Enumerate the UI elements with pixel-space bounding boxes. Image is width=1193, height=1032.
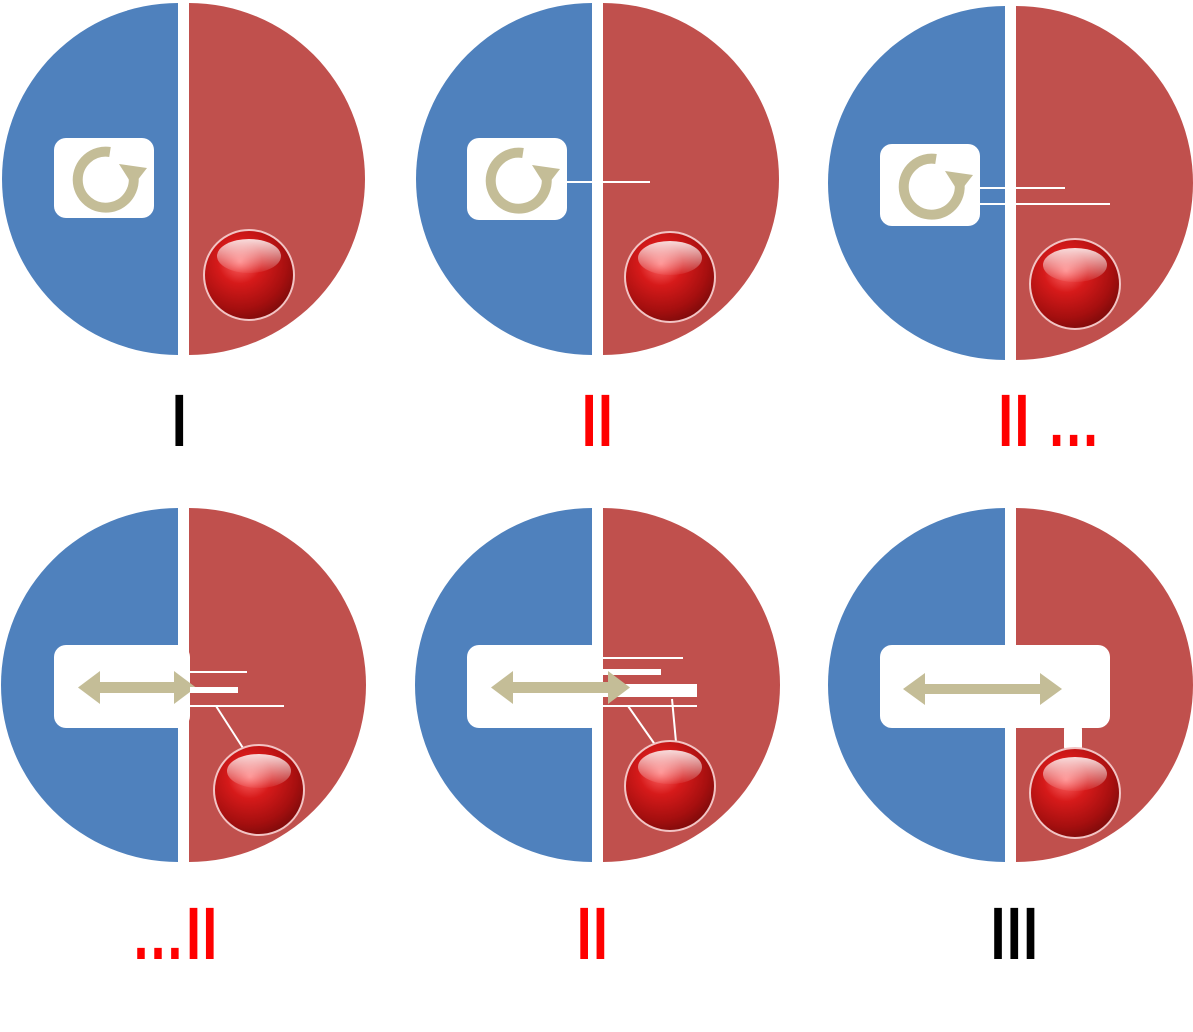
red-ball [203,229,295,321]
panel-5 [415,508,780,862]
double-arrow-icon [491,671,630,704]
panel-6 [828,508,1193,862]
red-ball [624,231,716,323]
connector-bar [190,687,238,693]
connector-line [215,705,244,749]
caption-panel-4: …II [131,892,219,975]
connector-line [627,705,657,747]
circular-arrow-icon [898,153,973,220]
caption-panel-6: III [990,892,1040,975]
panel-2 [416,3,779,355]
caption-panel-1: I [171,379,189,462]
connector-bar [603,669,661,675]
circular-arrow-icon [485,147,560,214]
double-arrow-icon [903,673,1062,705]
caption-panel-2: II [581,379,615,462]
double-arrow-icon [78,671,196,704]
red-ball [1029,747,1121,839]
connector-stub [1064,726,1082,750]
panel-3 [828,6,1193,360]
connector-line [671,698,677,743]
caption-panel-5: II [576,892,610,975]
caption-panel-3: II … [998,379,1102,462]
panel-4 [1,508,366,862]
circular-arrow-icon [72,146,147,213]
red-ball [1029,238,1121,330]
red-ball [624,740,716,832]
red-ball [213,744,305,836]
panel-1 [2,3,365,355]
